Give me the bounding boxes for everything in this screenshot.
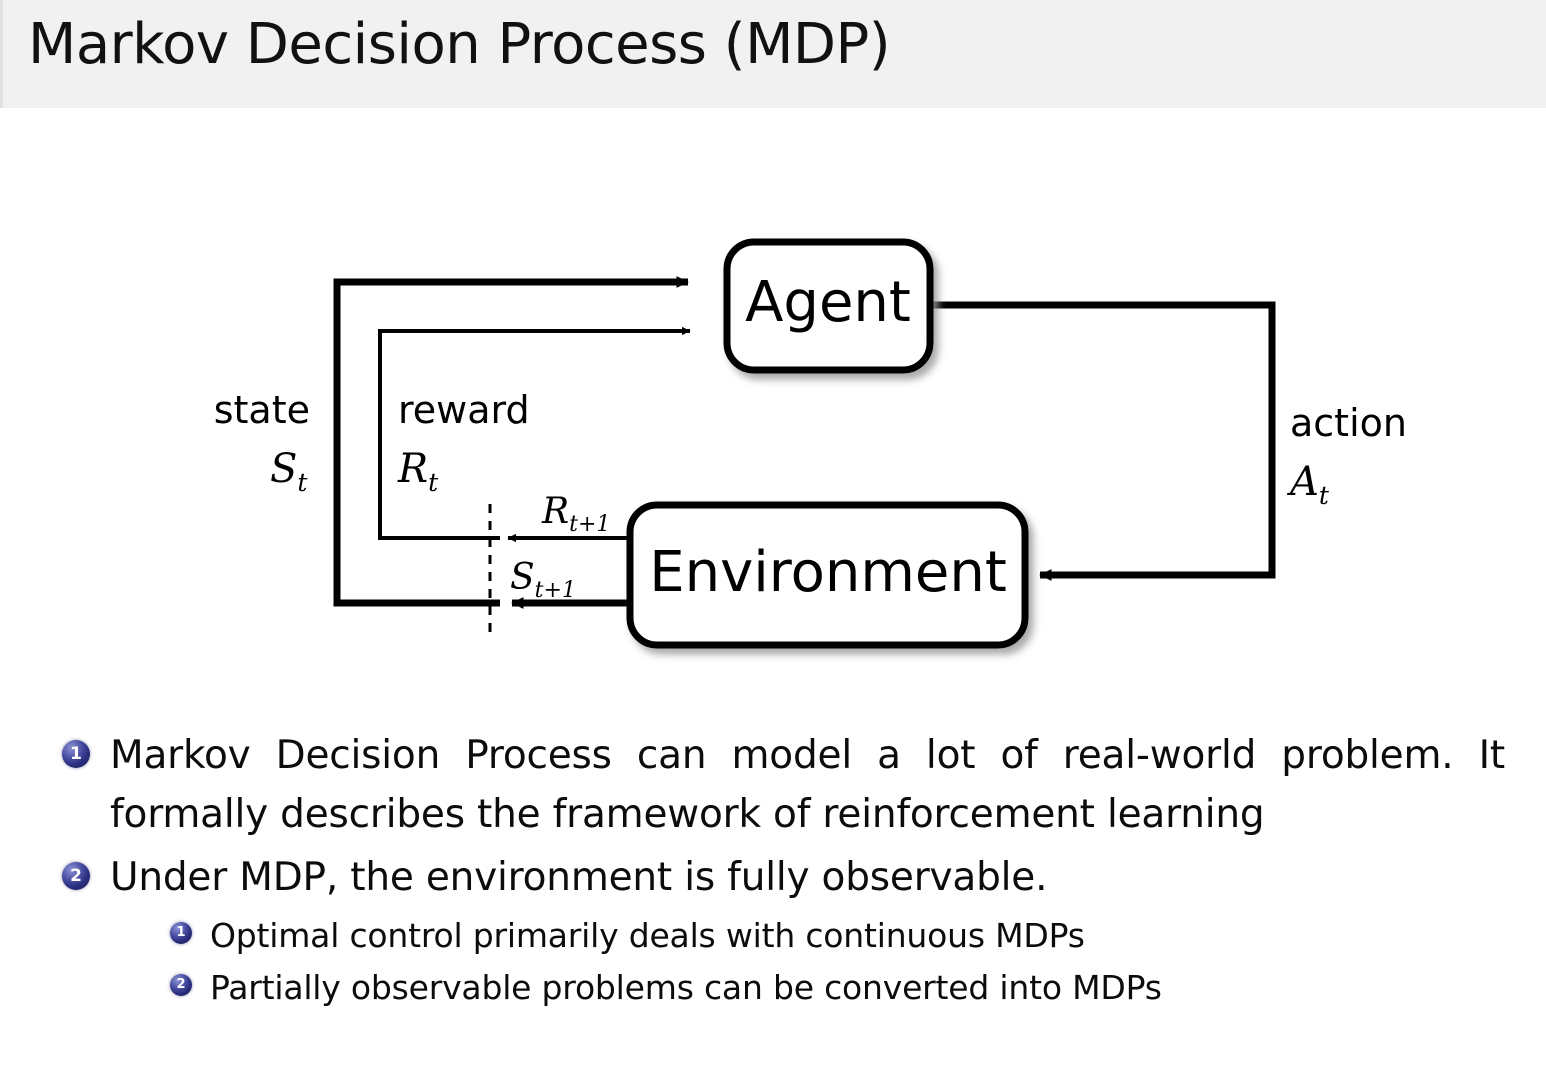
bullet-text-1: Markov Decision Process can model a lot … <box>110 733 1505 837</box>
label-state-next: St+1 <box>510 557 576 603</box>
svg-text:St+1: St+1 <box>510 557 576 603</box>
label-reward-next-subscript: t+1 <box>569 512 610 537</box>
label-reward: reward Rt <box>397 388 530 497</box>
edge-action-to-environment <box>930 301 1276 581</box>
node-agent-label: Agent <box>745 270 911 335</box>
node-environment[interactable]: Environment <box>626 501 1029 649</box>
label-state-next-symbol: S <box>510 557 535 598</box>
edge-state-to-agent <box>333 276 689 607</box>
label-state-subscript: t <box>297 468 308 497</box>
label-state-symbol: St <box>270 446 308 497</box>
label-state-word: state <box>214 388 310 432</box>
svg-text:Rt+1: Rt+1 <box>541 491 610 537</box>
page-title: Markov Decision Process (MDP) <box>28 12 891 77</box>
list-item: 2 Under MDP, the environment is fully ob… <box>62 848 1546 907</box>
sub-list-item: 2 Partially observable problems can be c… <box>170 963 1546 1013</box>
mdp-diagram: Agent Environment state St reward Rt <box>0 130 1546 690</box>
label-reward-symbol: Rt <box>397 446 439 497</box>
node-agent[interactable]: Agent <box>723 238 934 374</box>
label-action-symbol: At <box>1286 459 1330 510</box>
sub-bullet-text-1: Optimal control primarily deals with con… <box>210 916 1085 955</box>
sub-bullet-text-2: Partially observable problems can be con… <box>210 968 1162 1007</box>
label-action-subscript: t <box>1319 481 1330 510</box>
sub-bullet-list: 1 Optimal control primarily deals with c… <box>170 911 1546 1013</box>
node-environment-label: Environment <box>649 540 1007 605</box>
label-reward-next-symbol: R <box>541 491 569 532</box>
bullet-marker-1: 1 <box>62 740 90 768</box>
label-action: action At <box>1286 401 1407 510</box>
label-reward-word: reward <box>398 388 530 432</box>
bullet-list: 1 Markov Decision Process can model a lo… <box>0 726 1546 1015</box>
label-action-word: action <box>1290 401 1407 445</box>
list-item: 1 Markov Decision Process can model a lo… <box>62 726 1546 844</box>
title-bar-left-accent <box>0 0 3 108</box>
label-state-next-subscript: t+1 <box>535 578 576 603</box>
sub-list-item: 1 Optimal control primarily deals with c… <box>170 911 1546 961</box>
bullet-marker-2: 2 <box>62 862 90 890</box>
bullet-text-2: Under MDP, the environment is fully obse… <box>110 855 1048 900</box>
edge-reward-to-agent <box>378 326 691 540</box>
label-state: state St <box>214 388 310 497</box>
sub-bullet-marker-1: 1 <box>170 922 192 944</box>
label-reward-next: Rt+1 <box>541 491 610 537</box>
sub-bullet-marker-2: 2 <box>170 974 192 996</box>
title-bar: Markov Decision Process (MDP) <box>0 0 1546 108</box>
label-reward-subscript: t <box>428 468 439 497</box>
